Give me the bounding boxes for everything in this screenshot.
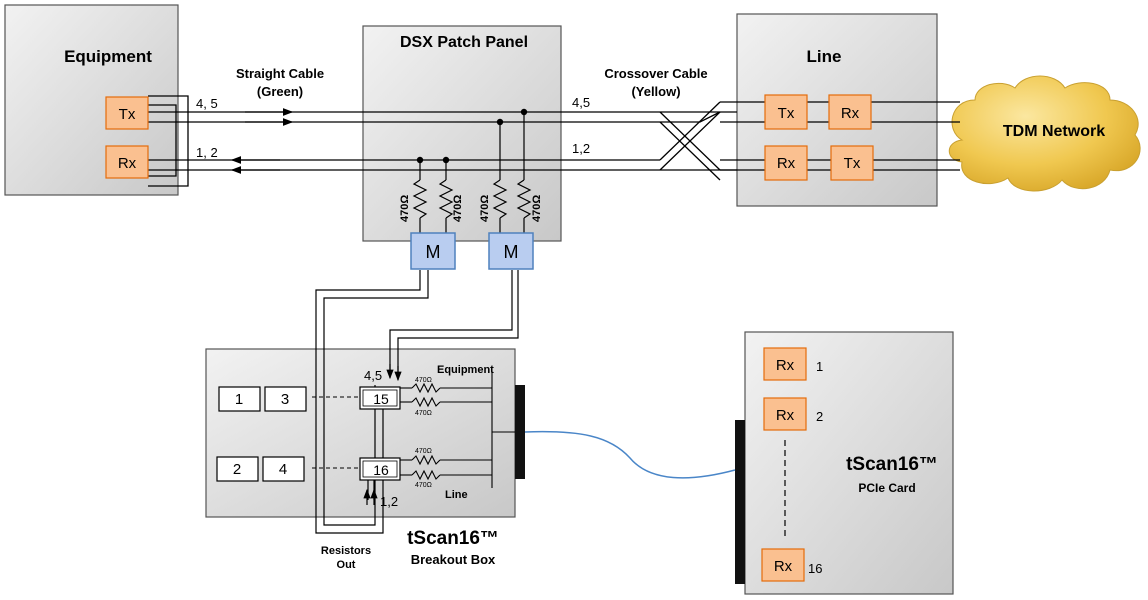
equipment-title: Equipment bbox=[64, 47, 152, 66]
pcie-port-number-2: 2 bbox=[816, 409, 823, 424]
resistor-label: 470Ω bbox=[452, 195, 464, 222]
resistors-out-label-2: Out bbox=[337, 559, 356, 571]
equipment-rx-port[interactable] bbox=[105, 145, 149, 179]
breakout-line-label: Line bbox=[445, 489, 468, 501]
breakout-resistor-label: 470Ω bbox=[415, 448, 432, 455]
tdm-network-cloud bbox=[948, 75, 1141, 192]
breakout-title: tScan16™ bbox=[407, 528, 499, 549]
crossover-cable-label: Crossover Cable bbox=[604, 66, 707, 81]
tdm-network-label: TDM Network bbox=[1003, 123, 1105, 140]
port-15-label: 15 bbox=[373, 391, 389, 407]
straight-cable-label: Straight Cable bbox=[236, 66, 324, 81]
panel-tx-pins: 4,5 bbox=[572, 95, 590, 110]
breakout-pins-bottom: 1,2 bbox=[380, 494, 398, 509]
line-tx-port[interactable] bbox=[764, 94, 808, 130]
pcie-rx-port-16[interactable] bbox=[761, 548, 805, 582]
port-4[interactable] bbox=[262, 456, 305, 482]
breakout-box bbox=[205, 348, 516, 518]
breakout-resistor-label: 470Ω bbox=[415, 410, 432, 417]
pcie-subtitle: PCIe Card bbox=[858, 481, 915, 495]
monitor-jack-1-label: M bbox=[426, 242, 441, 262]
line-rx-port-2[interactable] bbox=[764, 145, 808, 181]
equipment-tx-pins: 4, 5 bbox=[196, 96, 218, 111]
port-2[interactable] bbox=[216, 456, 259, 482]
breakout-subtitle: Breakout Box bbox=[411, 552, 496, 567]
pcie-port-number-1: 1 bbox=[816, 359, 823, 374]
port-16[interactable] bbox=[359, 457, 401, 481]
pcie-rx-label-16: Rx bbox=[774, 558, 793, 575]
port-3-label: 3 bbox=[281, 391, 289, 408]
pcie-rx-label-2: Rx bbox=[776, 407, 795, 424]
port-2-label: 2 bbox=[233, 461, 241, 478]
patch-panel-title: DSX Patch Panel bbox=[400, 34, 528, 51]
junction-dot bbox=[496, 118, 504, 126]
line-tx-label: Tx bbox=[778, 105, 795, 122]
equipment-tx-port[interactable] bbox=[105, 96, 149, 130]
crossover-cable-color: (Yellow) bbox=[631, 84, 680, 99]
monitor-jack-1[interactable] bbox=[410, 232, 456, 270]
equipment-tx-label: Tx bbox=[119, 106, 136, 123]
pcie-port-number-16: 16 bbox=[808, 561, 822, 576]
resistor-label: 470Ω bbox=[399, 195, 411, 222]
pcie-rx-label-1: Rx bbox=[776, 357, 795, 374]
port-15[interactable] bbox=[359, 386, 401, 410]
breakout-resistor-label: 470Ω bbox=[415, 482, 432, 489]
port-1-label: 1 bbox=[235, 391, 243, 408]
panel-rx-pins: 1,2 bbox=[572, 141, 590, 156]
port-16-label: 16 bbox=[373, 462, 389, 478]
breakout-wiring bbox=[312, 372, 518, 488]
line-tx-label-2: Tx bbox=[844, 155, 861, 172]
equipment-box bbox=[4, 4, 179, 196]
line-rx-label-1: Rx bbox=[841, 105, 860, 122]
port-4-label: 4 bbox=[279, 461, 287, 478]
equipment-rx-pins: 1, 2 bbox=[196, 145, 218, 160]
junction-dot bbox=[416, 156, 424, 164]
resistor-label: 470Ω bbox=[479, 195, 491, 222]
straight-cable-color: (Green) bbox=[257, 84, 303, 99]
line-tx-port-2[interactable] bbox=[830, 145, 874, 181]
port-1[interactable] bbox=[218, 386, 261, 412]
patch-panel-box bbox=[362, 25, 562, 242]
junction-dot bbox=[442, 156, 450, 164]
breakout-connector bbox=[515, 385, 525, 479]
monitor-jack-2-label: M bbox=[504, 242, 519, 262]
breakout-resistor-label: 470Ω bbox=[415, 377, 432, 384]
breakout-equipment-label: Equipment bbox=[437, 364, 494, 376]
resistors-out-label: Resistors bbox=[321, 545, 371, 557]
pcie-rx-port-2[interactable] bbox=[763, 397, 807, 431]
breakout-pins-top: 4,5 bbox=[364, 368, 382, 383]
pcie-title: tScan16™ bbox=[846, 454, 938, 475]
port-3[interactable] bbox=[264, 386, 307, 412]
breakout-to-pcie-cable bbox=[524, 430, 736, 479]
junction-dot bbox=[520, 108, 528, 116]
equipment-rx-label: Rx bbox=[118, 155, 137, 172]
pcie-rx-port-1[interactable] bbox=[763, 347, 807, 381]
line-rx-port-1[interactable] bbox=[828, 94, 872, 130]
pcie-connector bbox=[735, 420, 745, 584]
port-16-inner bbox=[362, 460, 398, 478]
line-title: Line bbox=[807, 47, 842, 66]
resistor-label: 470Ω bbox=[531, 195, 543, 222]
monitor-jack-2[interactable] bbox=[488, 232, 534, 270]
port-15-inner bbox=[362, 389, 398, 407]
line-rx-label-2: Rx bbox=[777, 155, 796, 172]
